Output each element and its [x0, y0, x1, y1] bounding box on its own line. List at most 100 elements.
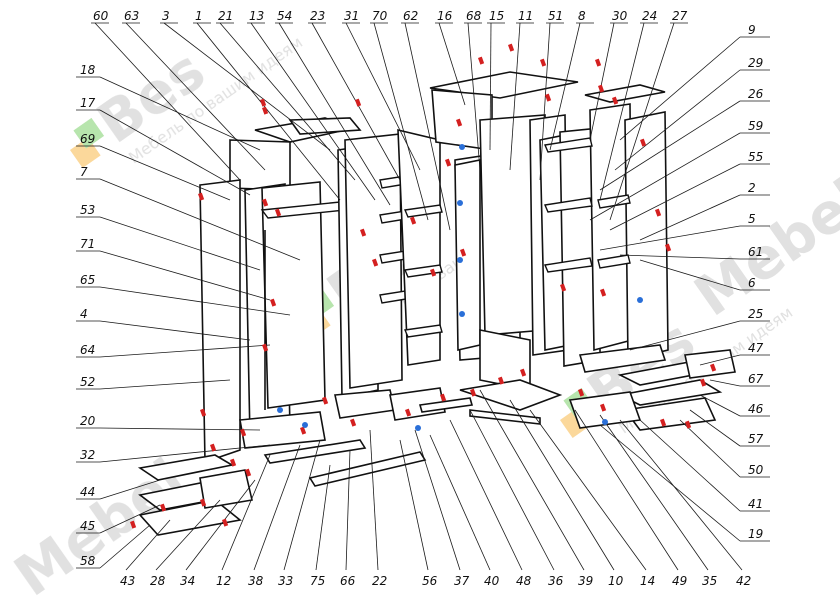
fitting-mark: [578, 388, 585, 397]
fitting-mark: [600, 288, 607, 297]
part-label-49: 49: [672, 574, 687, 588]
fitting-mark: [230, 458, 237, 467]
fitting-mark: [545, 93, 552, 102]
fitting-mark: [261, 343, 269, 352]
part-label-46: 46: [748, 402, 764, 416]
part-label-37: 37: [454, 574, 470, 588]
leader-line: [185, 479, 256, 571]
fitting-mark: [560, 283, 567, 292]
part-label-5: 5: [748, 212, 756, 226]
leader-line: [619, 419, 743, 571]
leader-line: [99, 427, 261, 431]
leader-line: [99, 178, 301, 261]
leader-line: [699, 394, 741, 417]
leader-line: [609, 163, 741, 231]
part-label-63: 63: [124, 9, 139, 23]
fitting-mark: [354, 98, 362, 107]
fitting-mark: [469, 388, 477, 397]
fitting-mark: [262, 106, 269, 115]
part-label-27: 27: [672, 9, 688, 23]
part-label-2: 2: [748, 181, 756, 195]
fitting-mark: [199, 498, 207, 507]
part-label-48: 48: [516, 574, 532, 588]
part-label-54: 54: [277, 9, 292, 23]
part-label-59: 59: [748, 119, 763, 133]
part-label-62: 62: [403, 9, 418, 23]
part-label-23: 23: [310, 9, 325, 23]
fitting-blue-dot: [459, 144, 465, 150]
leader-line: [163, 22, 331, 151]
part-label-38: 38: [248, 574, 264, 588]
leader-line: [399, 439, 429, 571]
part-label-52: 52: [80, 375, 95, 389]
leader-line: [529, 409, 647, 571]
fitting-mark: [539, 58, 547, 67]
part-label-29: 29: [748, 56, 763, 70]
leader-line: [599, 225, 741, 251]
part-label-58: 58: [80, 554, 96, 568]
leader-line: [589, 132, 741, 221]
fitting-mark: [478, 56, 485, 65]
part-label-11: 11: [518, 9, 533, 23]
leader-line: [315, 464, 331, 571]
leader-line: [699, 354, 741, 366]
leader-line: [155, 499, 221, 571]
leader-line: [99, 524, 151, 569]
part-label-57: 57: [748, 432, 764, 446]
leader-line: [345, 449, 351, 571]
right-body-right: [624, 111, 669, 362]
right-shelf-3: [544, 257, 593, 273]
leader-line: [99, 320, 251, 341]
part-label-18: 18: [80, 63, 96, 77]
fitting-mark: [198, 192, 205, 201]
mid-shelf-a: [403, 204, 443, 218]
fitting-mark: [460, 248, 467, 257]
fitting-mark: [440, 393, 447, 402]
part-label-31: 31: [344, 9, 359, 23]
part-label-56: 56: [422, 574, 438, 588]
leader-line: [369, 429, 379, 571]
fitting-mark: [410, 216, 417, 225]
drawer-right-back: [684, 349, 736, 379]
part-label-41: 41: [748, 497, 763, 511]
part-label-36: 36: [548, 574, 564, 588]
leader-line: [619, 36, 741, 141]
part-label-24: 24: [642, 9, 657, 23]
right-shelf-2: [544, 197, 593, 213]
leader-line: [99, 379, 231, 390]
leader-line: [99, 444, 271, 463]
leader-line: [589, 22, 615, 141]
leader-line: [278, 22, 391, 206]
part-label-1: 1: [195, 9, 203, 23]
leader-line: [599, 22, 645, 201]
leader-line: [219, 22, 356, 181]
fitting-mark: [455, 118, 463, 127]
fitting-blue-dot: [277, 407, 283, 413]
part-label-30: 30: [612, 9, 628, 23]
mid-shelf-c: [403, 324, 443, 338]
part-label-42: 42: [736, 574, 751, 588]
fitting-mark: [274, 208, 282, 217]
part-label-14: 14: [640, 574, 655, 588]
fitting-mark: [200, 408, 207, 417]
part-label-8: 8: [578, 9, 586, 23]
fitting-mark: [372, 258, 379, 267]
leader-line: [599, 424, 741, 542]
part-label-9: 9: [748, 23, 756, 37]
part-label-16: 16: [437, 9, 453, 23]
part-label-33: 33: [278, 574, 293, 588]
bottom-rail-2: [308, 451, 427, 487]
part-label-65: 65: [80, 273, 95, 287]
fitting-mark: [260, 98, 267, 107]
part-label-40: 40: [484, 574, 500, 588]
leader-line: [467, 22, 481, 171]
fitting-mark: [639, 138, 647, 147]
leader-line: [619, 254, 741, 260]
fitting-blue-dot: [637, 297, 643, 303]
leader-line: [489, 22, 492, 151]
corner-left-side: [454, 159, 481, 351]
fitting-blue-dot: [457, 200, 463, 206]
leader-line: [373, 22, 429, 221]
leader-line: [709, 379, 741, 387]
